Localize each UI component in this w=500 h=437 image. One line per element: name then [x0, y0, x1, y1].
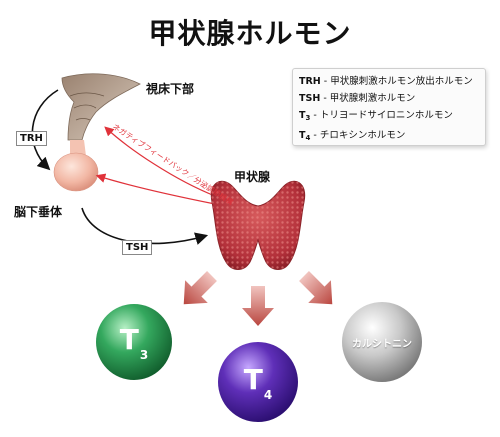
- legend-sub-t3: 3: [305, 114, 311, 122]
- tsh-arrow: [81, 207, 209, 245]
- legend-abbr-t4: T: [299, 130, 306, 141]
- pituitary-label: 脳下垂体: [14, 205, 63, 219]
- release-arrow-t4: [242, 286, 274, 326]
- t3-sub: 3: [139, 347, 149, 362]
- calcitonin-label: カルシトニン: [342, 302, 422, 382]
- legend-sub-t4: 4: [305, 134, 311, 142]
- legend-row-t3: T3 - トリヨードサイロニンホルモン: [299, 107, 479, 127]
- legend-row-tsh: TSH - 甲状腺刺激ホルモン: [299, 90, 479, 107]
- legend-text-t4: - チロキシンホルモン: [313, 130, 406, 141]
- trh-tag: TRH: [16, 131, 47, 146]
- page-title: 甲状腺ホルモン: [148, 17, 352, 50]
- feedback-arrow-hypothalamus: [104, 126, 216, 197]
- pituitary-illustration: [53, 140, 99, 192]
- t3-label: T3: [96, 304, 172, 380]
- legend-text-tsh: - 甲状腺刺激ホルモン: [323, 93, 416, 104]
- legend-text-trh: - 甲状腺刺激ホルモン放出ホルモン: [323, 76, 473, 87]
- legend-abbr-t3: T: [299, 110, 306, 121]
- thyroid-illustration: [210, 180, 306, 270]
- calcitonin-ball: [342, 302, 422, 382]
- legend-abbr-tsh: TSH: [299, 93, 321, 104]
- release-arrow-t3: [183, 271, 217, 305]
- t3-ball: [96, 304, 172, 380]
- feedback-arrow-pituitary: [95, 173, 216, 205]
- calcitonin-text: カルシトニン: [352, 338, 412, 350]
- t4-label: T4: [218, 342, 298, 422]
- release-arrow-calcitonin: [299, 271, 333, 305]
- legend-text-t3: - トリヨードサイロニンホルモン: [313, 110, 453, 121]
- legend-row-trh: TRH - 甲状腺刺激ホルモン放出ホルモン: [299, 73, 479, 90]
- trh-arrow: [31, 89, 59, 171]
- feedback-label: ネガティブフィードバック／分泌調節機構: [111, 121, 236, 207]
- hypothalamus-illustration: [61, 73, 141, 141]
- t4-sub: 4: [263, 387, 273, 402]
- thyroid-label: 甲状腺: [234, 170, 271, 184]
- hypothalamus-label: 視床下部: [146, 82, 195, 96]
- legend-row-t4: T4 - チロキシンホルモン: [299, 127, 479, 147]
- legend-box: TRH - 甲状腺刺激ホルモン放出ホルモン TSH - 甲状腺刺激ホルモン T3…: [292, 68, 486, 146]
- t4-ball: [218, 342, 298, 422]
- t3-main: T: [119, 322, 139, 356]
- t4-main: T: [243, 362, 263, 396]
- tsh-tag: TSH: [122, 240, 153, 255]
- legend-abbr-trh: TRH: [299, 76, 321, 87]
